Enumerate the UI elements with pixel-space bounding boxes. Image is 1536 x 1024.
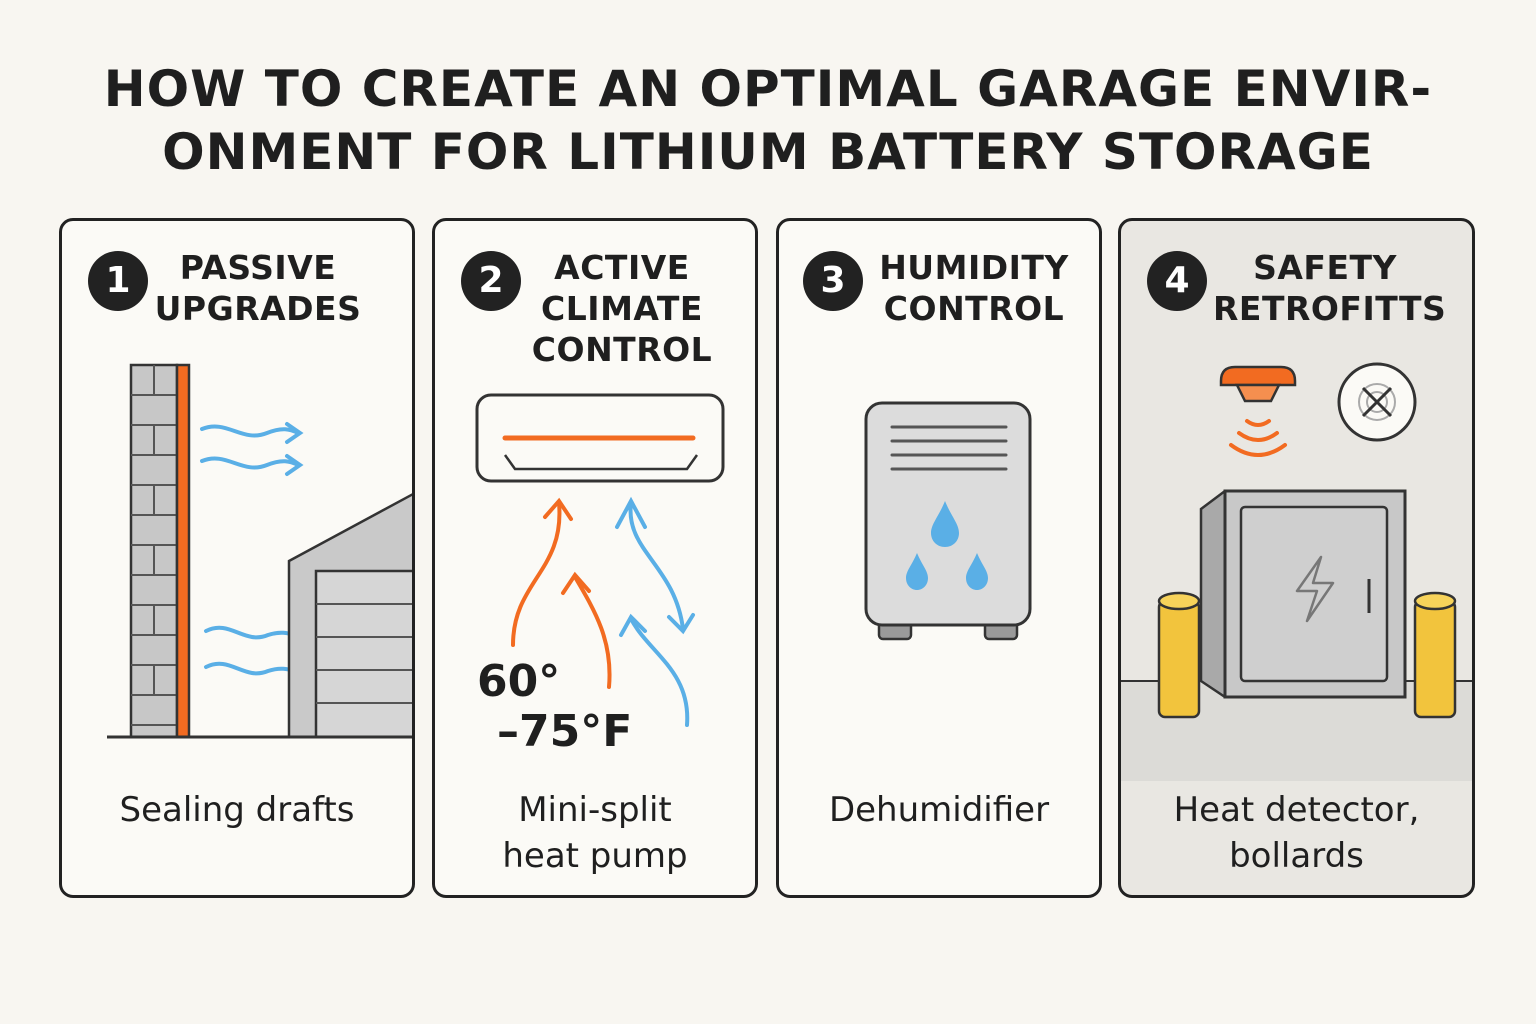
dehumidifier-illustration (864, 401, 1032, 641)
step-number-badge: 4 (1147, 251, 1207, 311)
temp-line: 60° (477, 656, 561, 707)
temperature-range-label: 60° –75°F (477, 657, 632, 757)
panel-caption: Mini-split heat pump (435, 787, 755, 879)
panel-safety-retrofits: 4 SAFETY RETROFITTS (1118, 218, 1475, 898)
panel-heading: PASSIVE UPGRADES (154, 247, 362, 329)
climate-control-illustration (475, 393, 725, 727)
panel-heading: ACTIVE CLIMATE CONTROL (517, 247, 727, 370)
panel-caption: Sealing drafts (62, 787, 412, 833)
brick-wall-icon (129, 363, 191, 739)
panel-heading: HUMIDITY CONTROL (869, 247, 1079, 329)
cool-airflow-icon (615, 496, 695, 727)
air-draft-icon (200, 422, 304, 676)
garage-icon (287, 493, 412, 739)
safety-retrofits-illustration (1121, 362, 1472, 781)
warm-airflow-icon (511, 497, 612, 689)
panel-humidity-control: 3 HUMIDITY CONTROL Dehumidifier (776, 218, 1102, 898)
panel-passive-upgrades: 1 PASSIVE UPGRADES (59, 218, 415, 898)
panel-active-climate-control: 2 ACTIVE CLIMATE CONTROL 60° –75°F Mini-… (432, 218, 758, 898)
caption-line: Dehumidifier (828, 790, 1050, 830)
heading-line: CLIMATE (541, 289, 703, 328)
battery-cabinet-icon (1199, 489, 1407, 699)
heading-line: RETROFITTS (1213, 289, 1447, 328)
title-line-2: ONMENT FOR LITHIUM BATTERY STORAGE (162, 123, 1374, 181)
panel-caption: Dehumidifier (779, 787, 1099, 833)
bollard-icon (1157, 591, 1457, 719)
heading-line: HUMIDITY (879, 248, 1069, 287)
passive-upgrades-illustration (107, 363, 412, 739)
heading-line: SAFETY (1253, 248, 1397, 287)
temp-line: –75°F (497, 706, 633, 757)
caption-line: Heat detector, (1173, 790, 1420, 830)
no-signal-icon (1337, 362, 1417, 442)
heading-line: UPGRADES (154, 289, 362, 328)
water-drop-icon (906, 501, 988, 590)
mini-split-unit-icon (475, 393, 725, 483)
step-number-badge: 2 (461, 251, 521, 311)
title-line-1: HOW TO CREATE AN OPTIMAL GARAGE ENVIR- (103, 60, 1433, 118)
page-title: HOW TO CREATE AN OPTIMAL GARAGE ENVIR- O… (0, 58, 1536, 184)
heading-line: CONTROL (883, 289, 1065, 328)
heading-line: ACTIVE (554, 248, 690, 287)
caption-line: Sealing drafts (119, 790, 355, 830)
panel-caption: Heat detector, bollards (1121, 787, 1472, 879)
heading-line: PASSIVE (179, 248, 337, 287)
caption-line: heat pump (502, 836, 688, 876)
heading-line: CONTROL (531, 330, 713, 369)
step-number-badge: 3 (803, 251, 863, 311)
caption-line: bollards (1229, 836, 1364, 876)
step-number-badge: 1 (88, 251, 148, 311)
panel-heading: SAFETY RETROFITTS (1213, 247, 1447, 329)
heat-detector-icon (1219, 365, 1297, 457)
caption-line: Mini-split (518, 790, 672, 830)
